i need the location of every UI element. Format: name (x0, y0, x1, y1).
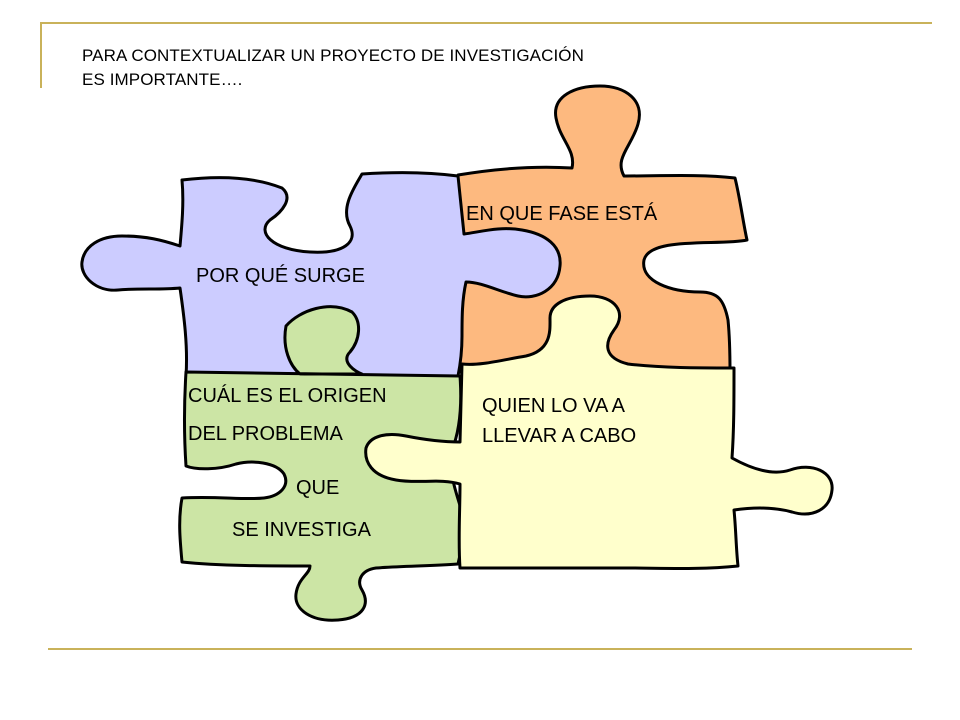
piece-label-green-line4: SE INVESTIGA (232, 519, 371, 541)
piece-label-green-line3: QUE (296, 477, 340, 499)
top-rule (40, 22, 932, 24)
intro-line-1: PARA CONTEXTUALIZAR UN PROYECTO DE INVES… (82, 46, 584, 65)
left-rule (40, 22, 42, 88)
piece-label-green-line1: CUÁL ES EL ORIGEN (188, 385, 387, 407)
piece-label-yellow-line2: LLEVAR A CABO (482, 425, 637, 447)
puzzle-piece-yellow (364, 294, 834, 570)
intro-line-2: ES IMPORTANTE…. (82, 70, 243, 89)
piece-label-purple: POR QUÉ SURGE (196, 265, 365, 287)
piece-label-yellow-line1: QUIEN LO VA A (482, 395, 626, 417)
piece-label-green-line2: DEL PROBLEMA (188, 423, 343, 445)
puzzle-piece-purple (80, 171, 562, 378)
puzzle-piece-green (178, 305, 465, 622)
piece-label-orange: EN QUE FASE ESTÁ (466, 203, 658, 225)
intro-text: PARA CONTEXTUALIZAR UN PROYECTO DE INVES… (82, 44, 802, 92)
bottom-rule (48, 648, 912, 650)
